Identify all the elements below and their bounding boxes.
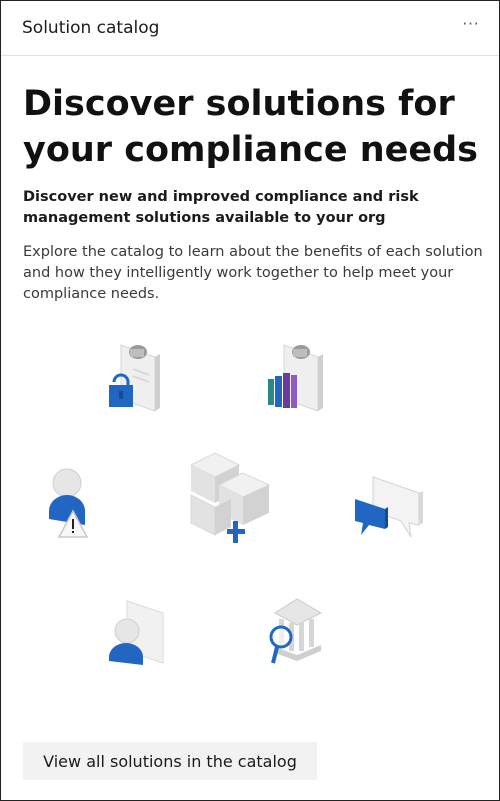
chat-bubbles-icon xyxy=(355,476,423,538)
document-lock-icon xyxy=(109,344,160,412)
view-all-solutions-button[interactable]: View all solutions in the catalog xyxy=(23,742,317,780)
card-title: Solution catalog xyxy=(22,18,160,38)
page-headline: Discover solutions for your compliance n… xyxy=(23,84,479,170)
more-options-icon[interactable]: ··· xyxy=(462,15,480,33)
bank-search-icon xyxy=(269,598,323,664)
page-subheading: Discover new and improved compliance and… xyxy=(23,189,419,226)
page-description: Explore the catalog to learn about the b… xyxy=(23,244,483,302)
cubes-plus-icon xyxy=(189,452,271,543)
card-header: Solution catalog ··· xyxy=(1,1,499,56)
document-books-icon xyxy=(268,344,323,412)
user-warning-icon xyxy=(49,468,89,538)
user-document-icon xyxy=(109,600,164,665)
solutions-illustration xyxy=(1,331,499,681)
